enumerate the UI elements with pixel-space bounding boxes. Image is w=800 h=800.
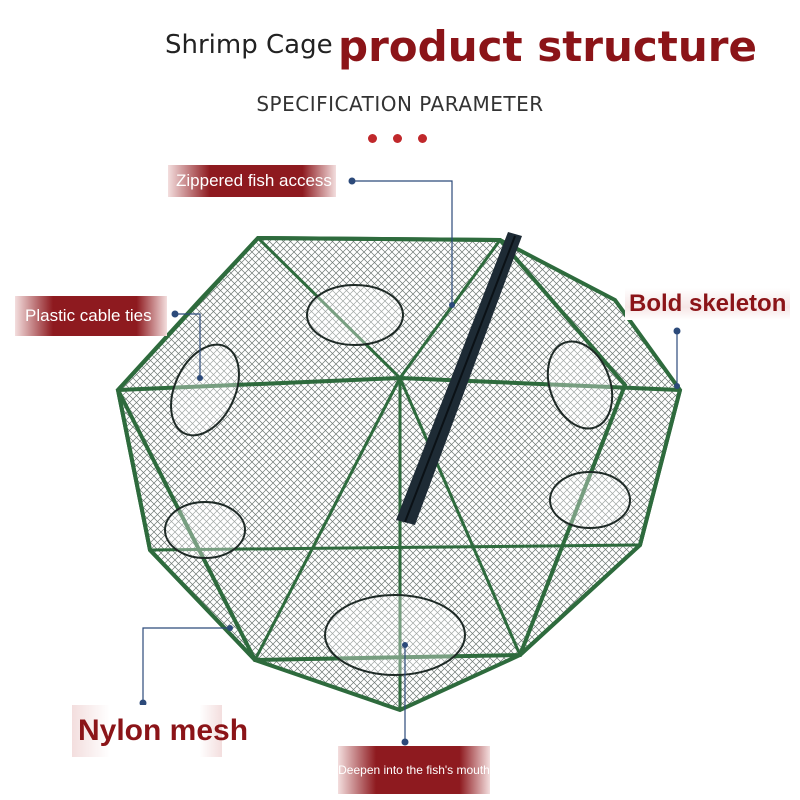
zipper-strip <box>396 232 522 525</box>
page-title: product structure <box>338 22 757 71</box>
callout-bold-skeleton: Bold skeleton <box>625 288 791 320</box>
decorative-dots <box>368 130 443 148</box>
frame-spokes <box>149 236 641 710</box>
funnel-entrances <box>164 284 631 676</box>
spec-heading: SPECIFICATION PARAMETER <box>256 92 544 116</box>
callout-zippered-access: Zippered fish access <box>168 165 336 197</box>
product-name: Shrimp Cage <box>165 30 333 60</box>
callout-nylon-mesh: Nylon mesh <box>72 705 248 757</box>
callout-cable-ties: Plastic cable ties <box>15 296 167 336</box>
leader-lines <box>142 180 678 742</box>
dot-icon <box>418 134 427 143</box>
callout-fish-mouth: Deepen into the fish's mouth <box>338 746 490 794</box>
dot-icon <box>393 134 402 143</box>
leader-dots <box>139 177 681 746</box>
dot-icon <box>368 134 377 143</box>
